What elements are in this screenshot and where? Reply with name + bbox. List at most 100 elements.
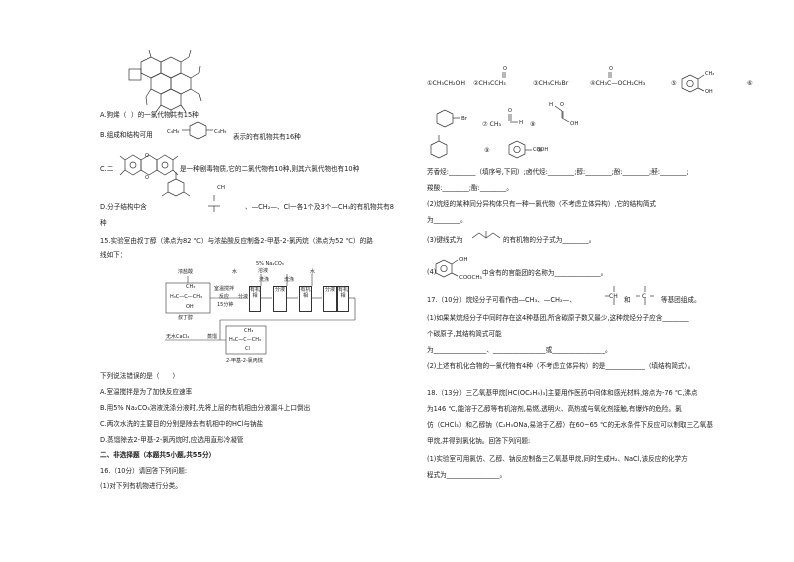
compound-1: ①CH₃CH₂OH <box>427 80 465 87</box>
question-18: 18.（13分）三乙氧基甲烷[HC(OC₂H₅)₃]主要用作医药中间体和感光材料… <box>427 389 698 397</box>
question-16-part4: (4) <box>427 268 437 276</box>
option-a-text: ）的一氯代物共有15种 <box>131 111 199 119</box>
question-16-part2: (2)烷烃的某种同分异构体只有一种一氯代物（不考虑立体异构）,它的结构简式 <box>427 200 657 208</box>
compound-3: ③CH₃CH₂Br <box>533 80 569 87</box>
question-16-part4b: 中含有的官能团的名称为______________。 <box>482 269 608 277</box>
dioxin-o-bottom: O <box>145 175 149 181</box>
option-c-text: 是一种剧毒物质,它的二氯代物有10种,则其六氯代物也有10种 <box>180 165 360 173</box>
flow-sol: 溶液 <box>258 268 269 274</box>
flow-wash2: 洗涤 <box>284 277 295 283</box>
compound-4-o: O <box>609 66 613 72</box>
q15-option-b: B.用5% Na₂CO₃溶液洗涤分液时,先将上层的有机相由分液漏斗上口倒出 <box>100 404 311 412</box>
question-16-part2b: 为________。 <box>427 216 467 224</box>
question-16-part3b: 的有机物的分子式为________。 <box>503 236 596 244</box>
classify-line-1: 芳香烃:________（填序号,下同）;卤代烃:________;醇:____… <box>427 168 689 176</box>
compound-5-ch: CH₂ <box>705 71 715 77</box>
flow-water1: 水 <box>232 269 238 275</box>
question-16-part3: (3)键线式为 <box>427 236 463 244</box>
question-15-cont: 线如下： <box>100 251 127 259</box>
flow-dry: 无水CaCl₂ <box>166 334 190 340</box>
q17-tail: 等基团组成。 <box>661 296 701 304</box>
option-d-text: 、—CH₂—、Cl一各1个及3个—CH₃的有机物共有8 <box>245 203 394 211</box>
question-18-d: 甲烷,并得到氯化钠。回答下列问题: <box>427 437 531 445</box>
flow-cl: Cl <box>245 346 250 352</box>
question-17-part1: (1)如果某烷烃分子中同时存在这4种基团,所含碳原子数又最少,这种烷烃分子应含_… <box>427 314 689 322</box>
q15-option-d: D.蒸馏除去2-甲基-2-氯丙烷时,应选用直形冷凝管 <box>100 436 244 444</box>
flow-water2: 水 <box>310 269 316 275</box>
compound-7-o: O <box>508 108 512 114</box>
compound-5-oh: OH <box>705 89 713 95</box>
flow-wash: 洗涤 <box>259 277 270 283</box>
option-d-label: D.分子结构中含 <box>100 203 147 211</box>
question-18-part1: (1)实验室可用氯仿、乙醇、钠反应制备三乙氧基甲烷,同时生成H₂、NaCl,该反… <box>427 455 688 463</box>
q17-ch: CH <box>609 293 618 300</box>
question-15-prompt: 下列说法错误的是（ ） <box>100 372 180 380</box>
compound-5: ⑤ <box>671 80 677 87</box>
option-a-label: A.狗烯（ <box>100 111 127 119</box>
flow-ch3: CH₃ <box>186 284 196 290</box>
option-d-end: 种 <box>100 219 107 227</box>
flow-product: 2-甲基-2-氯丙烷 <box>226 358 263 364</box>
compound-8-h: H <box>549 102 554 108</box>
q16-4-oh: OH <box>459 257 468 263</box>
question-16: 16.（10分）请回答下列问题: <box>100 467 188 475</box>
question-17-part1c: 为________________、________________或_____… <box>427 346 612 354</box>
question-15: 15.实验室由叔丁醇（沸点为82 ℃）与浓盐酸反应制备2-甲基-2-氯丙烷（沸点… <box>100 237 373 245</box>
question-18-b: 为146 ℃,能溶于乙醇等有机溶剂,易燃,透明火、高热或与氧化剂接触,有爆炸的危… <box>427 405 682 413</box>
section-2-heading: 二、非选择题（本题共5小题,共55分） <box>100 451 216 459</box>
compound-6: ⑥ <box>747 80 753 87</box>
flow-react: 反应 <box>219 294 230 300</box>
flow-oh: OH <box>186 304 194 310</box>
flow-org2-box: 有机相 <box>299 286 312 312</box>
q15-option-a: A.室温搅拌是为了加快反应速率 <box>100 388 193 396</box>
compound-4: ④CH₃C—OCH₂CH₃ <box>590 80 646 87</box>
compound-8-o: O <box>560 102 564 108</box>
question-16-part1: (1)对下列有机物进行分类。 <box>100 482 182 490</box>
compound-9: ⑨ <box>484 147 490 154</box>
compound-8: ⑧ <box>530 121 536 128</box>
compound-7: ⑦ CH₃ <box>482 121 501 128</box>
flow-time: 15分钟 <box>217 302 234 308</box>
compound-6-br: Br <box>461 116 468 122</box>
option-c-label: C.二 <box>100 165 114 173</box>
compound-8-oh: OH <box>570 121 579 127</box>
flow-naco: 5% Na₂CO₃ <box>256 261 284 267</box>
classify-line-2: 羧酸:________;酯:________。 <box>427 184 513 192</box>
option-b-sub2: C₄H₉ <box>214 129 227 135</box>
question-17: 17.（10分）烷烃分子可看作由—CH₃、—CH₂—、 <box>427 296 576 304</box>
compound-10-cooh: COOH <box>533 147 549 153</box>
flow-acid: 浓盐酸 <box>178 269 194 275</box>
flow-tert: 叔丁醇 <box>178 315 194 321</box>
flow-org-box: 有机相 <box>249 286 261 312</box>
flow-sep2-box: 分液 <box>273 286 287 312</box>
q17-c: C <box>642 293 647 300</box>
option-b-text: 表示的有机物共有16种 <box>233 133 301 141</box>
flow-distill: 蒸馏 <box>207 334 218 340</box>
compound-2: ②CH₃CCH₃ <box>473 80 506 87</box>
q15-option-c: C.两次水洗的主要目的分别是除去有机相中的HCl与钠盐 <box>100 420 264 428</box>
compound-7-h: H <box>519 120 524 126</box>
option-d-ch: CH <box>217 185 225 191</box>
question-17-part1b: 个碳原子,其结构简式可能 <box>427 330 502 338</box>
flow-h3cb: H₃C—C—CH₃ <box>229 337 262 343</box>
question-17-part2: (2)上述有机化合物的一氯代物有4种（不考虑立体异构）的是___________… <box>427 362 695 370</box>
flow-h3c: H₃C—C—CH₃ <box>170 294 203 300</box>
flow-sep: 分液 <box>238 294 249 300</box>
option-b-sub1: C₄H₉ <box>167 129 180 135</box>
question-18-c: 仿（CHCl₃）和乙醇钠（C₂H₅ONa,易溶于乙醇）在60~65 ℃的无水条件… <box>427 421 713 429</box>
dioxin-o-top: O <box>145 153 149 159</box>
flow-sep3-box: 分液 <box>323 286 337 312</box>
flow-stir: 室温搅拌 <box>214 286 235 292</box>
question-18-part1b: 程式为________________。 <box>427 471 507 479</box>
option-b-label: B.组成和结构可用 <box>100 131 153 139</box>
flow-ch3b: CH₃ <box>244 328 254 334</box>
q16-4-cooch: COOCH₃ <box>459 275 482 281</box>
flow-org3-box: 有机相 <box>337 286 349 312</box>
compound-2-o: O <box>503 66 507 72</box>
compound-10: ⑩ <box>537 147 543 154</box>
